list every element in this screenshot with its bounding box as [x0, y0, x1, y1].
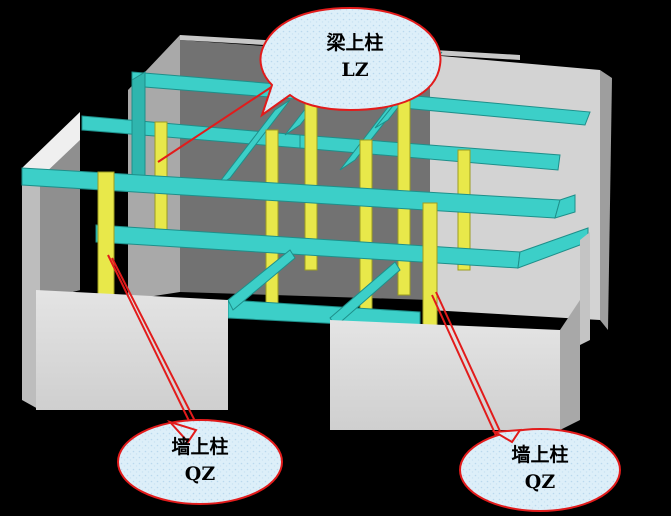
- column-back-2: [265, 129, 279, 311]
- callout-shapes: [117, 6, 621, 512]
- beam-front-top-end: [554, 194, 576, 219]
- callout-qz-right-name: 墙上柱: [511, 444, 569, 466]
- back-wall-right-panel: [430, 55, 600, 320]
- callout-qz-right-tail: [491, 428, 522, 444]
- front-wall-left: [36, 290, 228, 410]
- front-wall-right: [330, 320, 560, 430]
- callout-lz-shape: [259, 6, 442, 118]
- callout-qz-left-shape: [117, 419, 283, 505]
- callout-qz-left-name: 墙上柱: [171, 436, 229, 458]
- back-wall-right-edge: [600, 70, 612, 330]
- beam-diag-1: [214, 99, 291, 189]
- column-front-left: [97, 171, 115, 301]
- callout-lz: 梁上柱 LZ: [300, 30, 410, 84]
- leader-qz-left-2: [111, 257, 199, 428]
- callout-lz-name: 梁上柱: [326, 32, 384, 54]
- callout-qz-left: 墙上柱 QZ: [145, 434, 255, 488]
- beams-front: [21, 167, 589, 329]
- leader-qz-right-1: [431, 294, 499, 441]
- callout-qz-right: 墙上柱 QZ: [485, 442, 595, 496]
- front-walls: [36, 232, 590, 430]
- leader-lines: [107, 79, 505, 441]
- left-wall-edge: [22, 170, 40, 410]
- column-front-right: [422, 202, 438, 334]
- callout-lz-code: LZ: [341, 59, 369, 81]
- leader-qz-right-2: [435, 291, 505, 441]
- callout-qz-left-code: QZ: [184, 463, 216, 485]
- columns-back: [154, 91, 471, 331]
- beam-low-diag-1: [227, 249, 296, 311]
- right-wall-stub: [580, 232, 590, 345]
- front-wall-right-side: [560, 300, 580, 430]
- leader-lz: [157, 79, 283, 163]
- callout-qz-right-code: QZ: [524, 471, 556, 493]
- beam-left-top: [131, 71, 146, 187]
- callout-qz-right-shape: [459, 428, 621, 512]
- callout-qz-left-tail: [166, 419, 198, 444]
- leader-qz-left-1: [107, 254, 193, 428]
